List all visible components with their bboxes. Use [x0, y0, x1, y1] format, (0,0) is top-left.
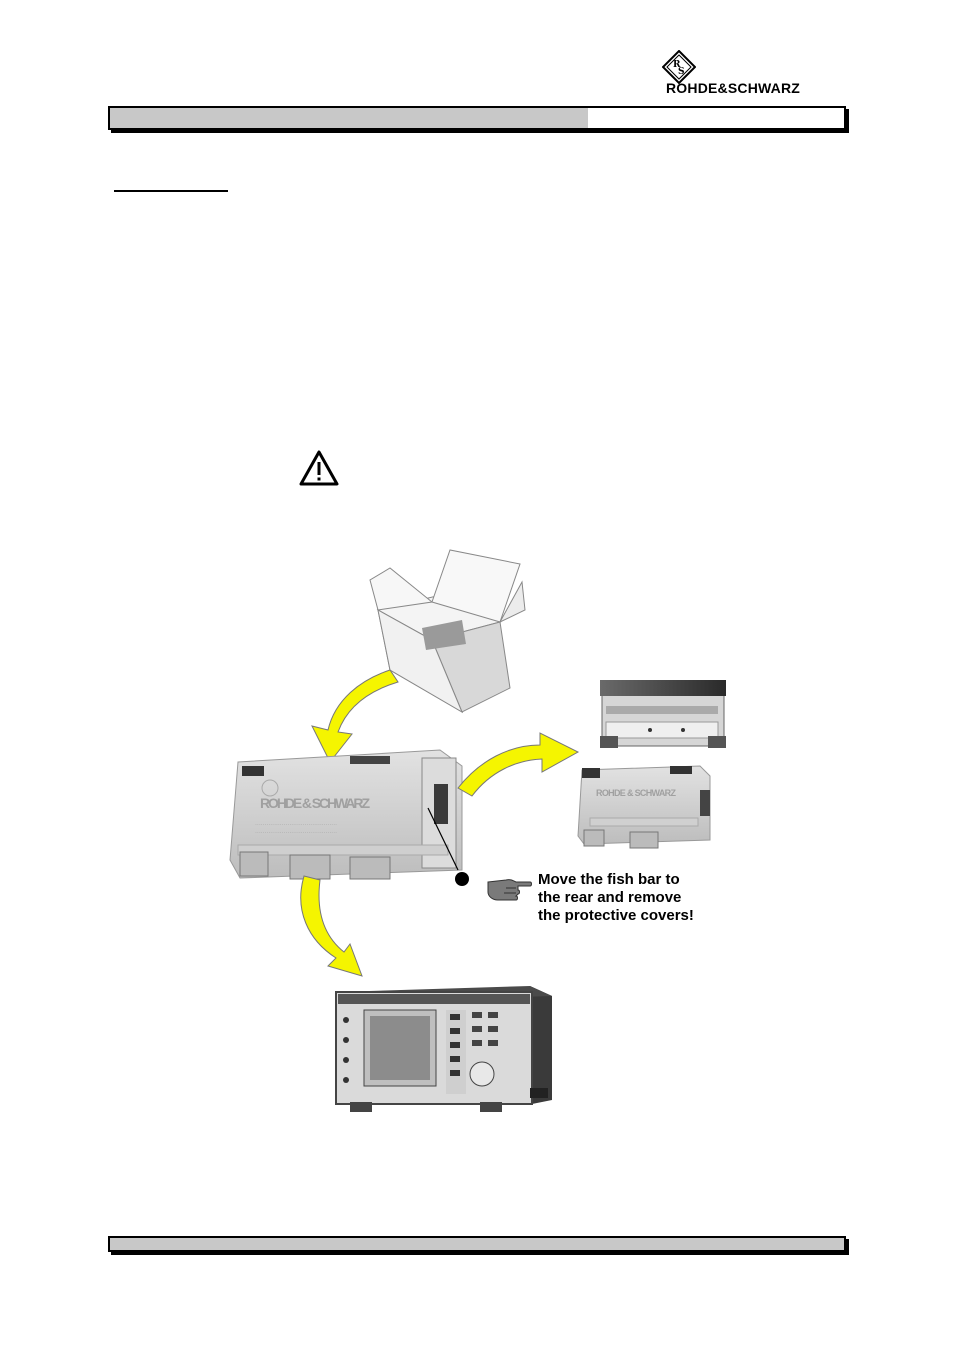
svg-text:R: R	[673, 60, 681, 70]
note-line-2: the rear and remove	[538, 889, 682, 906]
note-line-1: Move the fish bar to	[538, 871, 680, 888]
instrument-front-panel	[335, 986, 552, 1112]
arrow-to-instrument	[300, 875, 363, 977]
callout-bullet	[455, 872, 469, 886]
svg-text:..............................: ........................................…	[255, 828, 337, 835]
rohde-schwarz-logo-icon: R S	[662, 50, 696, 84]
packaged-instrument: ROHDE & SCHWARZ ........................…	[229, 749, 463, 880]
warning-triangle-icon	[299, 450, 339, 486]
pointing-hand-icon	[487, 879, 532, 901]
svg-text:ROHDE & SCHWARZ: ROHDE & SCHWARZ	[596, 788, 677, 798]
heading-underline	[114, 190, 228, 192]
callout-note: Move the fish bar to the rear and remove…	[538, 871, 694, 925]
arrow-to-packaging	[311, 669, 399, 763]
svg-text:S: S	[678, 67, 685, 77]
footer-bar	[108, 1236, 846, 1252]
brand-name: ROHDE&SCHWARZ	[666, 80, 801, 96]
shipping-carton	[369, 549, 526, 714]
brand-logo: R S ROHDE&SCHWARZ	[660, 50, 840, 98]
unpacking-illustration: ROHDE & SCHWARZ ........................…	[229, 549, 726, 1112]
svg-text:..............................: ........................................…	[255, 820, 337, 827]
arrow-to-covers	[457, 732, 580, 797]
header-bar	[108, 106, 846, 130]
protective-cover-top	[600, 680, 726, 748]
header-bar-shade	[110, 108, 588, 128]
note-line-3: the protective covers!	[538, 907, 694, 924]
protective-cover-bottom: ROHDE & SCHWARZ	[577, 765, 711, 849]
svg-text:ROHDE & SCHWARZ: ROHDE & SCHWARZ	[260, 795, 370, 811]
